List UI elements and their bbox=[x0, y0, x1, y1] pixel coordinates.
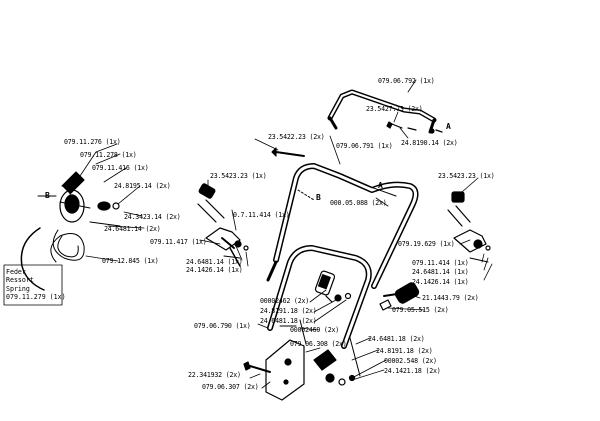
callout-23-5427-73: 23.5427.73 (2x) bbox=[366, 105, 423, 113]
callout-0-7-11-414: 0.7.11.414 (1x) bbox=[233, 211, 290, 219]
callout-079-06-792: 079.06.792 (1x) bbox=[378, 77, 435, 85]
callout-24-6481-14-mid: 24.6481.14 (1x) bbox=[186, 258, 243, 266]
callout-24-1426-14-mid: 24.1426.14 (1x) bbox=[186, 266, 243, 274]
top-handle-bolts bbox=[386, 121, 443, 134]
callout-23-5422-23: 23.5422.23 (2x) bbox=[268, 133, 325, 141]
callout-22-341932: 22.341932 (2x) bbox=[188, 371, 241, 379]
marker-b-left: B bbox=[45, 191, 50, 200]
callout-24-8191-18-b: 24.8191.18 (2x) bbox=[376, 347, 433, 355]
callout-24-8190-14: 24.8190.14 (2x) bbox=[401, 139, 458, 147]
spring-part-number: 079.11.279 (1x) bbox=[6, 293, 66, 302]
callout-24-6481-18-b: 24.6481.18 (2x) bbox=[368, 335, 425, 343]
callout-079-06-790: 079.06.790 (1x) bbox=[194, 322, 251, 330]
callout-079-12-845: 079.12.845 (1x) bbox=[102, 257, 159, 265]
callout-24-6481-18-a: 24.6481.18 (2x) bbox=[260, 317, 317, 325]
callout-079-11-278: 079.11.278 (1x) bbox=[80, 151, 137, 159]
lower-handle-bar bbox=[267, 245, 372, 349]
callout-079-06-308: 079.06.308 (2x) bbox=[290, 340, 347, 348]
right-side-clamp-knob bbox=[379, 282, 420, 311]
callout-23-5423-23-left: 23.5423.23 (1x) bbox=[210, 172, 267, 180]
callout-24-3423-14: 24.3423.14 (2x) bbox=[124, 213, 181, 221]
callout-24-1426-14-right: 24.1426.14 (1x) bbox=[412, 278, 469, 286]
callout-079-11-416-top: 079.11.416 (1x) bbox=[92, 164, 149, 172]
upper-handle-bar bbox=[266, 163, 419, 289]
callout-23-5423-23-right: 23.5423.23 (1x) bbox=[438, 172, 495, 180]
right-side-bracket bbox=[447, 191, 491, 263]
callout-079-06-307: 079.06.307 (2x) bbox=[202, 383, 259, 391]
starter-spring-assembly bbox=[20, 171, 121, 291]
spring-label-english: Spring bbox=[6, 284, 30, 293]
spring-label-german: Feder bbox=[6, 268, 26, 276]
callout-079-11-417: 079.11.417 (1x) bbox=[150, 238, 207, 246]
top-crossbar-handle bbox=[327, 89, 437, 134]
callout-24-8191-18-a: 24.8191.18 (2x) bbox=[260, 307, 317, 315]
callout-24-6481-14-right: 24.6481.14 (1x) bbox=[412, 268, 469, 276]
marker-b-mid: B bbox=[316, 193, 321, 202]
callout-24-6481-14-left: 24.6481.14 (2x) bbox=[104, 225, 161, 233]
center-clamp-parts bbox=[314, 270, 352, 303]
callout-00002469: 00002469 (2x) bbox=[290, 326, 340, 334]
leader-lines bbox=[79, 79, 493, 389]
spring-label-box bbox=[3, 264, 63, 306]
callout-079-11-414-right: 079.11.414 (1x) bbox=[412, 259, 469, 267]
callout-24-1421-18: 24.1421.18 (2x) bbox=[384, 367, 441, 375]
callout-079-11-276: 079.11.276 (1x) bbox=[64, 138, 121, 146]
marker-a-mid: A bbox=[378, 181, 383, 190]
callout-079-19-629: 079.19.629 (1x) bbox=[398, 240, 455, 248]
callout-079-06-791: 079.06.791 (1x) bbox=[336, 142, 393, 150]
lower-bracket-assembly bbox=[243, 319, 361, 401]
spring-label-french: Ressort bbox=[6, 276, 34, 285]
callout-21-1443-79: 21.1443.79 (2x) bbox=[422, 294, 479, 302]
callout-24-8195-14: 24.8195.14 (2x) bbox=[114, 182, 171, 190]
callout-00002548: 00002.548 (2x) bbox=[384, 357, 437, 365]
callout-000-05-088: 000.05.088 (2x) bbox=[330, 199, 387, 207]
callout-00002462: 00002462 (2x) bbox=[260, 297, 310, 305]
cable-guide-dashed bbox=[297, 189, 315, 201]
spring-label: Feder Ressort Spring 079.11.279 (1x) bbox=[6, 268, 66, 302]
left-side-bracket bbox=[197, 183, 249, 267]
callout-079-05-515: 079.05.515 (2x) bbox=[392, 306, 449, 314]
bolt-23-5422-23 bbox=[271, 147, 305, 157]
marker-a-top: A bbox=[446, 122, 451, 131]
